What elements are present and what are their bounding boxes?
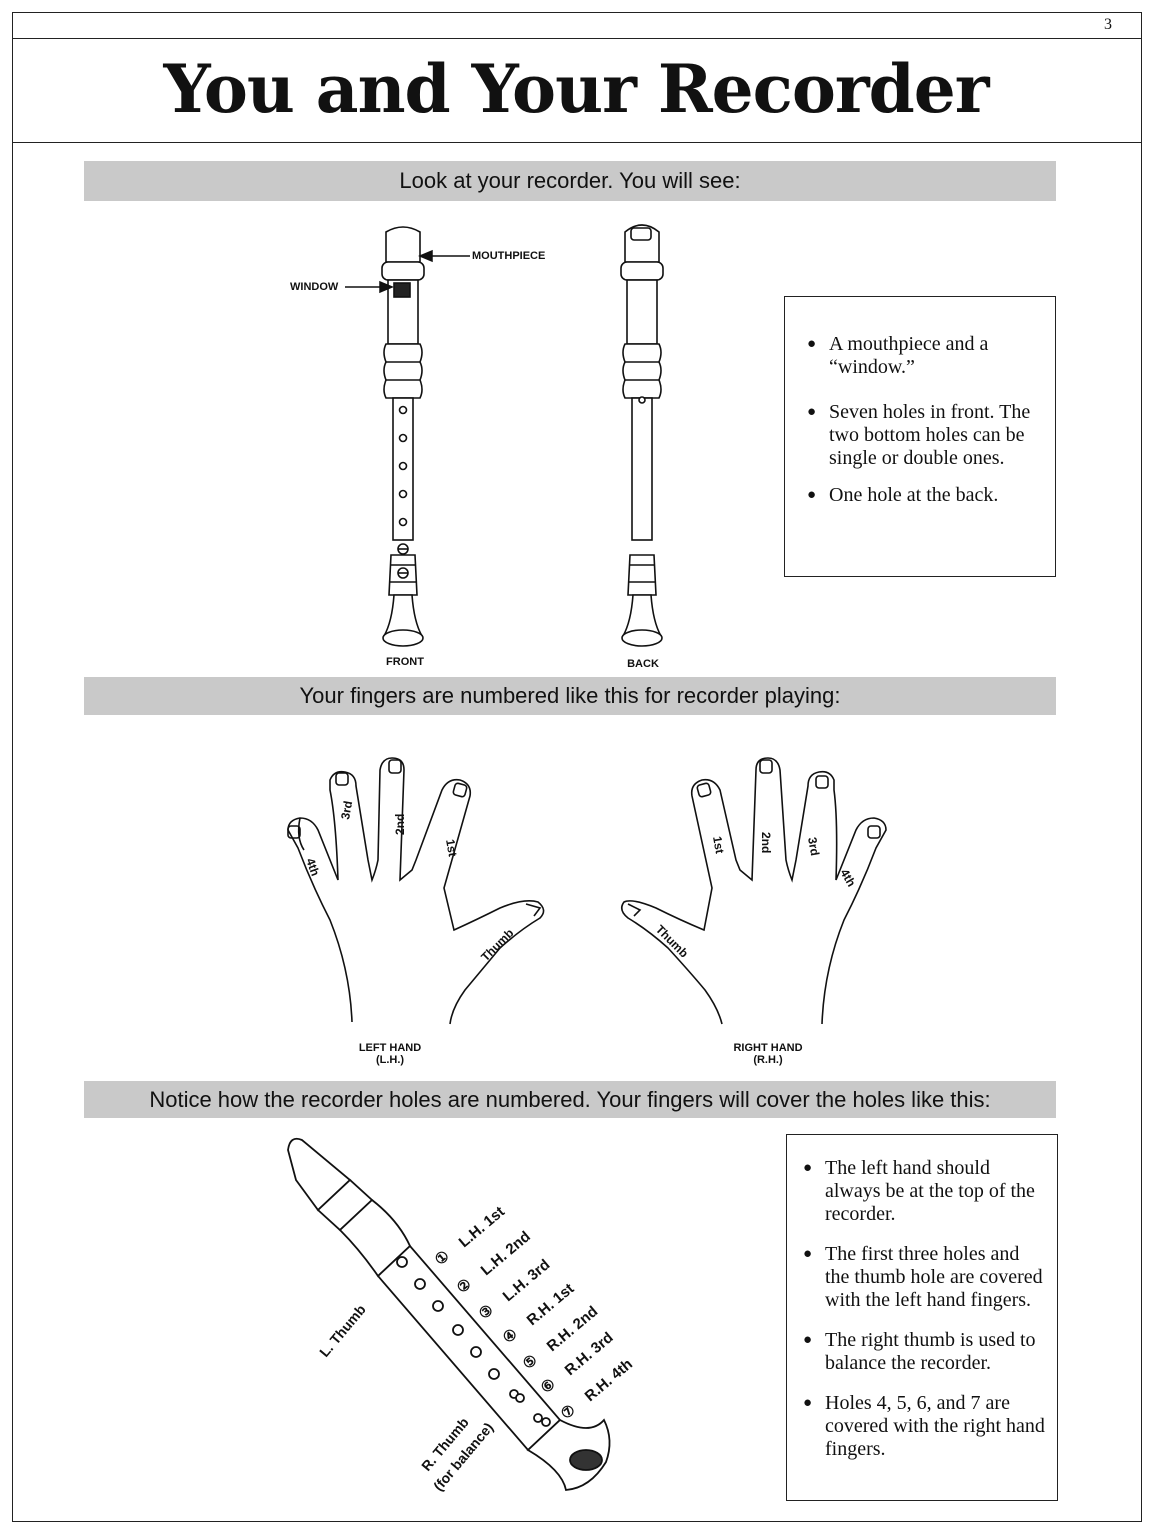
lh-thumb: Thumb xyxy=(478,926,516,964)
hole-2-num: ② xyxy=(454,1275,475,1297)
section3-bullet-box: The left hand should always be at the to… xyxy=(786,1134,1058,1501)
recorder-angled-illustration xyxy=(287,1137,611,1491)
recorder-front-illustration xyxy=(381,226,425,647)
hole-4-num: ④ xyxy=(500,1325,521,1347)
right-hand-finger-labels: 1st 2nd 3rd 4th Thumb xyxy=(653,832,859,960)
rh-thumb: Thumb xyxy=(653,922,691,960)
section3-bullet: The first three holes and the thumb hole… xyxy=(803,1243,1047,1312)
section1-bullet: One hole at the back. xyxy=(807,484,1045,507)
hole-1-num: ① xyxy=(432,1247,453,1269)
lh-finger-1st: 1st xyxy=(443,838,460,858)
window-label: WINDOW xyxy=(290,281,339,293)
lh-finger-3rd: 3rd xyxy=(338,800,355,821)
section1-bullet: Seven holes in front. The two bottom hol… xyxy=(807,401,1045,470)
recorder-back-illustration xyxy=(620,224,664,647)
title-rule xyxy=(12,142,1142,143)
top-rule xyxy=(12,12,1142,13)
right-hand-illustration xyxy=(620,757,887,1025)
mouthpiece-label: MOUTHPIECE xyxy=(472,250,546,262)
section3-bullet: The right thumb is used to balance the r… xyxy=(803,1329,1047,1375)
section1-heading: Look at your recorder. You will see: xyxy=(84,161,1056,201)
rh-finger-3rd: 3rd xyxy=(805,836,822,857)
page-number: 3 xyxy=(1104,16,1112,33)
left-hand-illustration xyxy=(287,757,545,1025)
front-label: FRONT xyxy=(386,656,424,668)
rh-finger-1st: 1st xyxy=(710,835,727,855)
section3-bullet: The left hand should always be at the to… xyxy=(803,1157,1047,1226)
hole-6-num: ⑥ xyxy=(538,1375,559,1397)
left-hand-title: LEFT HAND xyxy=(358,1042,422,1054)
left-thumb-label: L. Thumb xyxy=(316,1301,369,1360)
left-hand-abbr: (L.H.) xyxy=(375,1054,405,1066)
page-title: You and Your Recorder xyxy=(163,50,989,128)
hole-1-label: L.H. 1st xyxy=(456,1203,508,1251)
lh-finger-4th: 4th xyxy=(303,856,322,878)
page-frame xyxy=(12,12,1142,1522)
section3-heading: Notice how the recorder holes are number… xyxy=(84,1081,1056,1118)
bottom-rule xyxy=(12,1521,1142,1522)
rh-finger-2nd: 2nd xyxy=(759,832,773,853)
right-hand-label: RIGHT HAND (R.H.) xyxy=(718,1042,818,1066)
right-hand-abbr: (R.H.) xyxy=(753,1054,783,1066)
label-arrows xyxy=(345,249,470,294)
section2-heading: Your fingers are numbered like this for … xyxy=(84,677,1056,715)
section1-bullet-box: A mouthpiece and a “window.” Seven holes… xyxy=(784,296,1056,577)
lh-finger-2nd: 2nd xyxy=(393,814,407,835)
hole-3-num: ③ xyxy=(476,1301,497,1323)
section3-bullet: Holes 4, 5, 6, and 7 are covered with th… xyxy=(803,1392,1047,1461)
header-rule xyxy=(12,38,1142,39)
left-hand-label: LEFT HAND (L.H.) xyxy=(340,1042,440,1066)
section1-bullet: A mouthpiece and a “window.” xyxy=(807,333,1045,379)
right-hand-title: RIGHT HAND xyxy=(733,1042,803,1054)
hole-5-num: ⑤ xyxy=(520,1351,541,1373)
back-label: BACK xyxy=(627,658,659,670)
